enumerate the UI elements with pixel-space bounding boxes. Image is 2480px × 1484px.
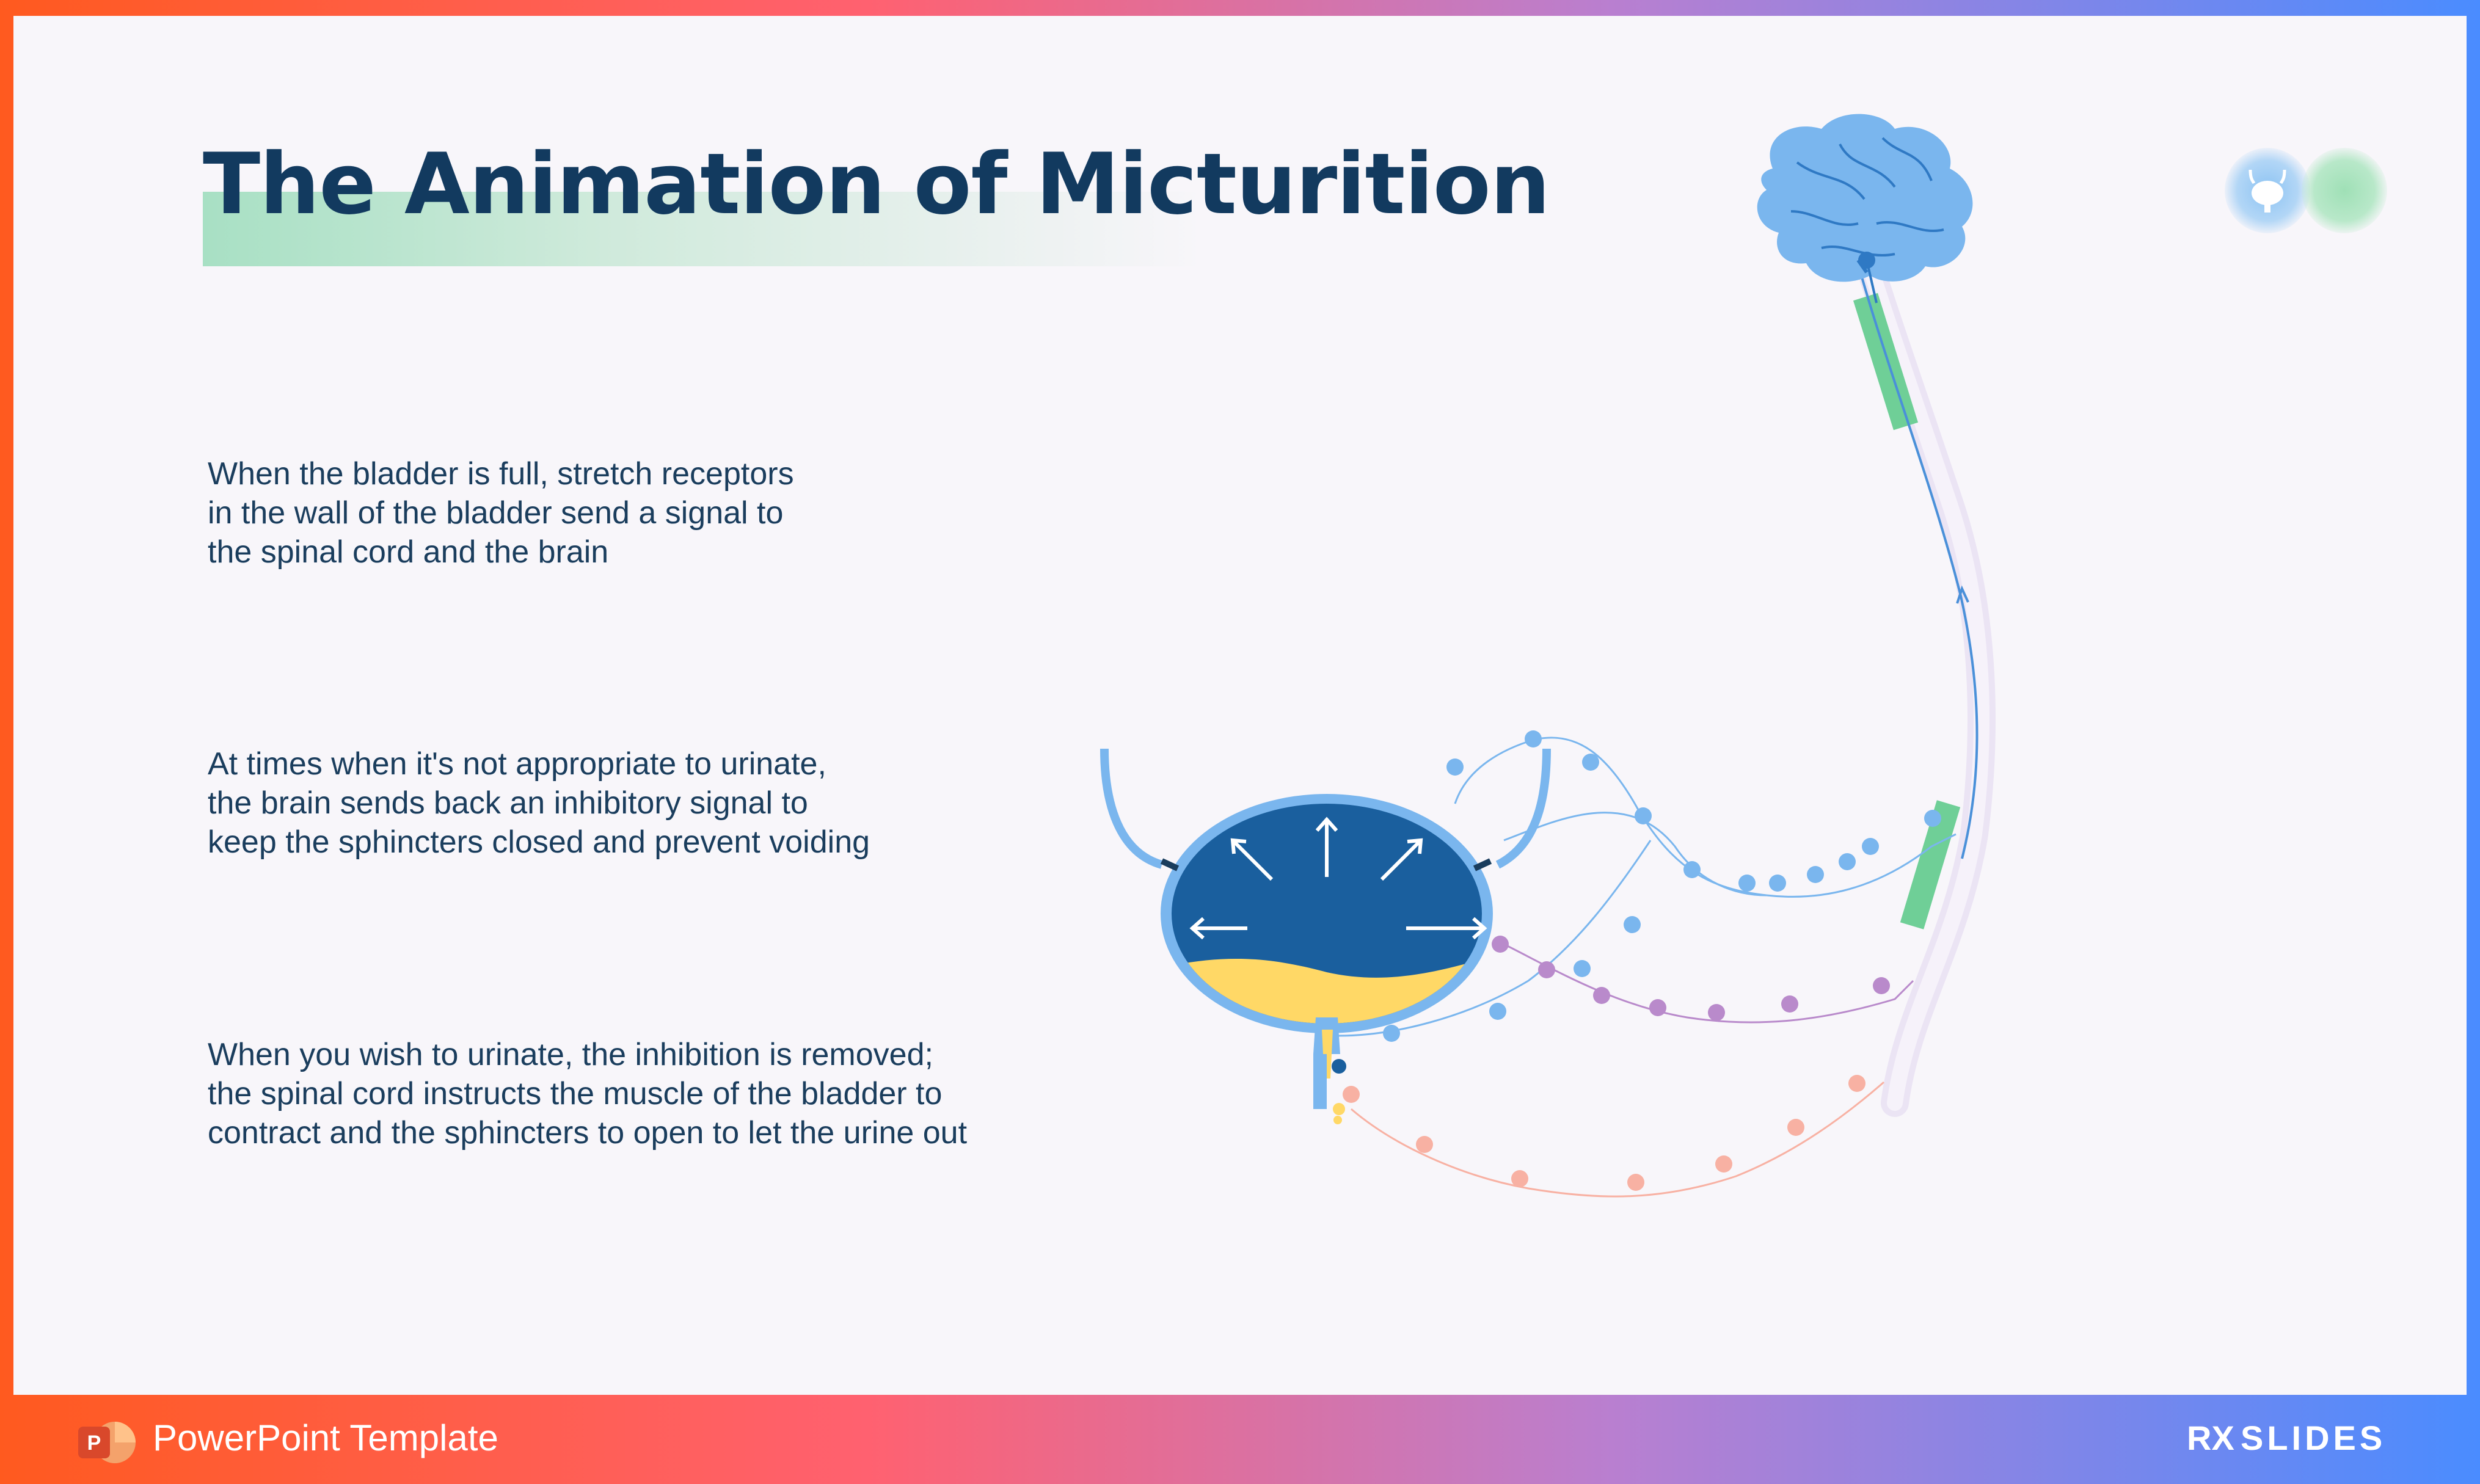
purple-nerve-dots [1492, 936, 1890, 1021]
bladder-toggle-button[interactable] [2225, 148, 2310, 233]
stretch-arrows [1189, 817, 1487, 940]
brain [1757, 114, 1973, 304]
sensory-nerve-loop [1454, 737, 1957, 898]
urine-fill [1172, 956, 1482, 1024]
spinal-segment-lower [1900, 800, 1961, 929]
rx-slides-logo: RX SLIDES [2187, 1419, 2386, 1457]
svg-text:RX: RX [2187, 1419, 2234, 1457]
bladder-icon [2248, 169, 2286, 213]
nerve-arrow [1956, 585, 1969, 604]
ascending-nerve [1851, 241, 1979, 859]
footer-bar: P PowerPoint Template RX SLIDES [0, 1395, 2480, 1484]
micturition-diagram [1100, 114, 1996, 1198]
sensory-nerve-dots [1446, 730, 1941, 892]
title-block: The Animation of Micturition [203, 135, 1550, 266]
step-2-text: At times when it's not appropriate to ur… [208, 746, 870, 860]
spinal-segment-upper [1853, 293, 1919, 431]
pink-nerve-dots [1343, 1075, 1865, 1191]
motor-nerve-pink [1351, 1081, 1884, 1198]
page-title: The Animation of Micturition [203, 135, 1550, 233]
step-1-text: When the bladder is full, stretch recept… [208, 456, 794, 570]
slide: The Animation of Micturition When the bl… [13, 16, 2467, 1395]
svg-text:P: P [87, 1431, 101, 1455]
right-ureter [1495, 748, 1551, 869]
step-3-text: When you wish to urinate, the inhibition… [208, 1037, 968, 1151]
left-ureter [1100, 748, 1164, 869]
svg-text:SLIDES: SLIDES [2241, 1419, 2386, 1457]
title-highlight [203, 192, 1205, 266]
footer-label: PowerPoint Template [153, 1417, 498, 1458]
motor-nerve-purple [1503, 943, 1914, 1024]
sphincter [1332, 1059, 1346, 1074]
secondary-toggle-button[interactable] [2302, 148, 2387, 233]
powerpoint-icon: P [78, 1422, 136, 1463]
bladder [1100, 748, 1551, 1124]
